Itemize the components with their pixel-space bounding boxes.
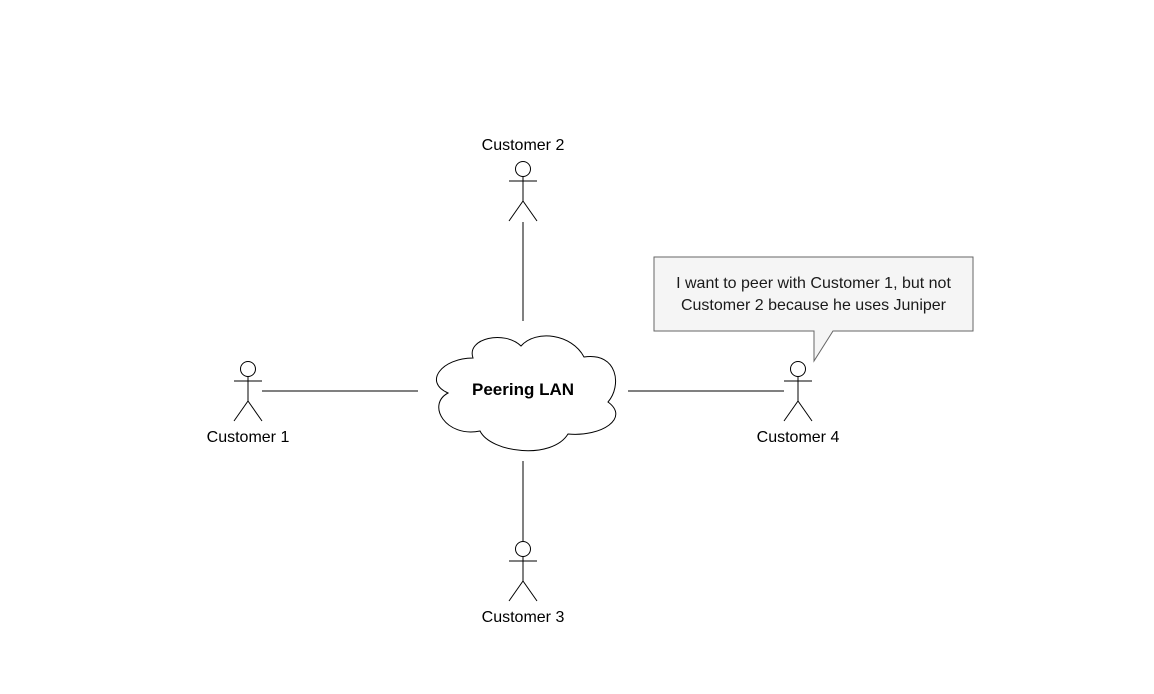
actor-label-customer-2: Customer 2 bbox=[481, 137, 565, 154]
actor-customer-4[interactable] bbox=[783, 361, 813, 422]
actor-head bbox=[515, 161, 531, 177]
actor-leg-left bbox=[233, 400, 249, 422]
actor-head bbox=[240, 361, 256, 377]
actor-label-customer-1: Customer 1 bbox=[206, 429, 290, 446]
actor-head bbox=[515, 541, 531, 557]
actor-customer-2[interactable] bbox=[508, 161, 538, 222]
actor-leg-left bbox=[508, 580, 524, 602]
actor-label-customer-3: Customer 3 bbox=[481, 609, 565, 626]
actor-leg-right bbox=[797, 400, 813, 422]
cloud-label: Peering LAN bbox=[471, 380, 575, 399]
actor-label-customer-4: Customer 4 bbox=[756, 429, 840, 446]
actor-head bbox=[790, 361, 806, 377]
callout-text: I want to peer with Customer 1, but not … bbox=[676, 274, 951, 314]
actor-leg-right bbox=[522, 200, 538, 222]
actor-leg-right bbox=[522, 580, 538, 602]
actor-leg-left bbox=[508, 200, 524, 222]
actor-customer-3[interactable] bbox=[508, 541, 538, 602]
actor-leg-right bbox=[247, 400, 263, 422]
actor-customer-1[interactable] bbox=[233, 361, 263, 422]
peering-lan-cloud[interactable] bbox=[436, 335, 617, 452]
callout-bubble[interactable] bbox=[653, 256, 974, 363]
actor-leg-left bbox=[783, 400, 799, 422]
